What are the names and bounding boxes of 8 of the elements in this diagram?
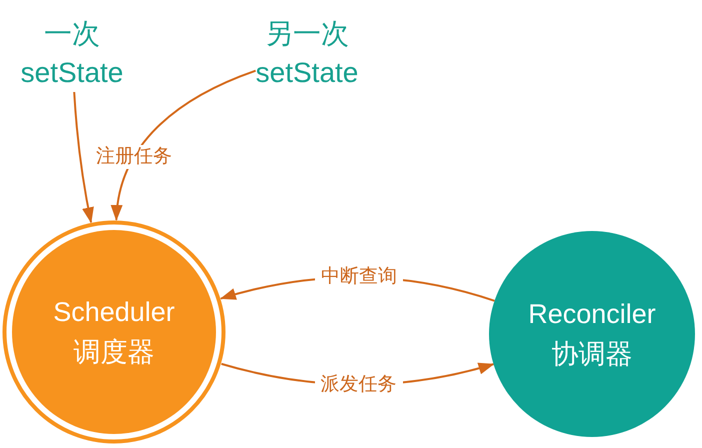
node-label: Reconciler 协调器	[528, 298, 656, 371]
circle-node	[489, 231, 695, 437]
trigger-label: 另一次 setState	[256, 14, 358, 92]
trigger-label: 一次 setState	[20, 14, 124, 92]
node-label: Scheduler 调度器	[53, 296, 175, 369]
arrow	[73, 92, 94, 224]
arrow	[112, 70, 256, 222]
double-circle-node	[2, 220, 226, 444]
